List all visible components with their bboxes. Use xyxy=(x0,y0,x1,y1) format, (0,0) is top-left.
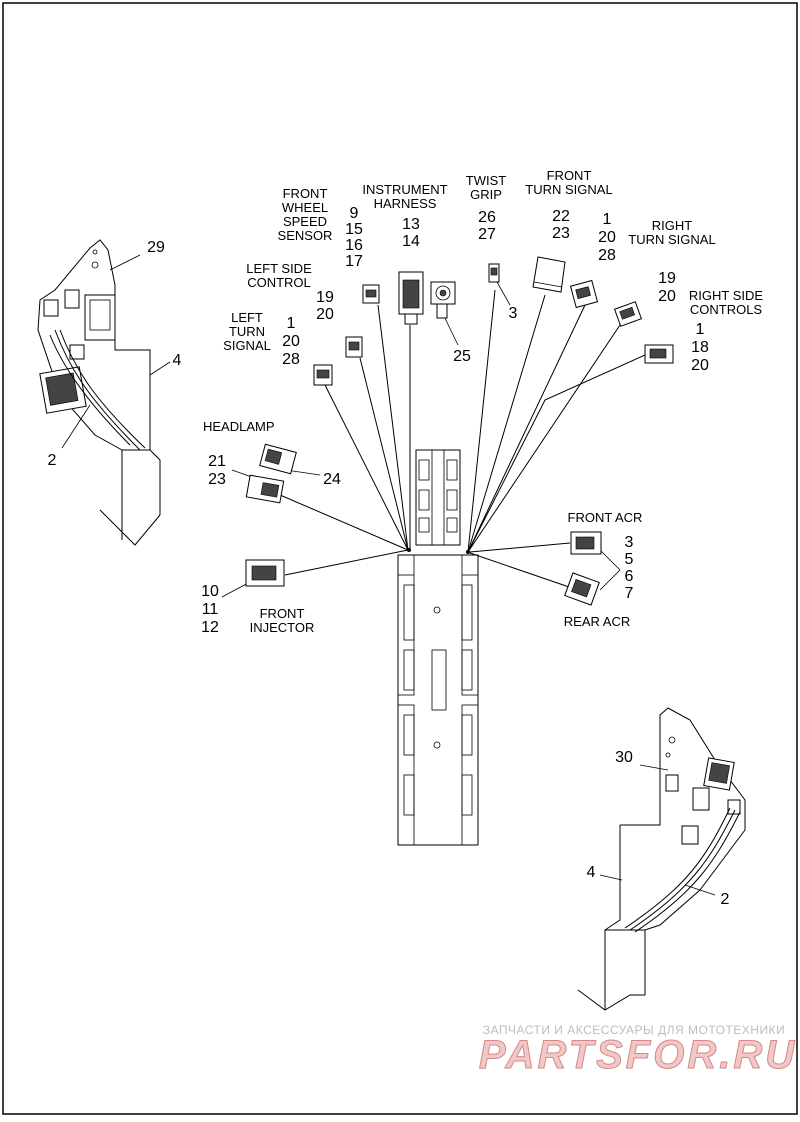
callout-item-30: 30 xyxy=(615,749,633,766)
callout-left-turn-signal-2: 20 xyxy=(282,333,300,350)
label-left-turn-signal-3: SIGNAL xyxy=(223,338,271,353)
label-front-wheel-speed-sensor-4: SENSOR xyxy=(278,228,333,243)
label-front-wheel-speed-sensor-3: SPEED xyxy=(283,214,327,229)
label-left-turn-signal-1: LEFT xyxy=(231,310,263,325)
connector-headlamp-21-23 xyxy=(245,474,285,504)
label-left-side-control-1: LEFT SIDE xyxy=(246,261,312,276)
callout-wss-2: 15 xyxy=(345,221,363,238)
right-detail-view xyxy=(577,707,746,1011)
junction-right xyxy=(466,550,470,554)
callout-wss-1: 9 xyxy=(350,205,359,222)
callout-right-item-2: 2 xyxy=(721,891,730,908)
callout-right-20: 20 xyxy=(658,288,676,305)
connector-right-19-20 xyxy=(613,301,643,327)
connector-front-injector xyxy=(245,559,285,587)
callout-left-turn-signal-1: 1 xyxy=(287,315,296,332)
wire-leaders xyxy=(221,281,646,598)
left-detail-view xyxy=(37,239,171,546)
callout-right-item-4: 4 xyxy=(587,864,596,881)
connector-twist-grip xyxy=(488,263,500,283)
callout-front-injector-1: 10 xyxy=(201,583,219,600)
callout-twist-grip-1: 26 xyxy=(478,209,496,226)
junction-left xyxy=(407,548,411,552)
callout-left-turn-signal-3: 28 xyxy=(282,351,300,368)
callout-left-side-control-2: 20 xyxy=(316,306,334,323)
connector-item-25 xyxy=(430,281,456,319)
watermark-brand: PARTSFOR.RU xyxy=(479,1033,797,1077)
label-front-injector-1: FRONT xyxy=(260,606,305,621)
callout-instrument-1: 13 xyxy=(402,216,420,233)
label-front-injector-2: INJECTOR xyxy=(250,620,315,635)
callout-front-turn-signal-2: 23 xyxy=(552,225,570,242)
callout-left-item-4: 4 xyxy=(173,352,182,369)
callout-item-29: 29 xyxy=(147,239,165,256)
callout-left-side-control-1: 19 xyxy=(316,289,334,306)
callout-acr-3: 6 xyxy=(625,568,634,585)
label-right-turn-signal-2: TURN SIGNAL xyxy=(628,232,715,247)
watermark-tagline: ЗАПЧАСТИ И АКСЕССУАРЫ ДЛЯ МОТОТЕХНИКИ xyxy=(483,1023,785,1037)
label-twist-grip-2: GRIP xyxy=(470,187,502,202)
callout-right-turn-signal-3: 28 xyxy=(598,247,616,264)
callout-acr-1: 3 xyxy=(625,534,634,551)
label-headlamp: HEADLAMP xyxy=(203,419,275,434)
callout-front-injector-3: 12 xyxy=(201,619,219,636)
connector-left-side-control xyxy=(345,336,363,358)
connector-rear-acr xyxy=(564,572,600,606)
callout-headlamp-21: 21 xyxy=(208,453,226,470)
callout-right-side-controls-3: 20 xyxy=(691,357,709,374)
label-instrument-harness-1: INSTRUMENT xyxy=(362,182,447,197)
callout-right-side-controls-2: 18 xyxy=(691,339,709,356)
callout-right-19: 19 xyxy=(658,270,676,287)
connector-right-turn-signal xyxy=(569,279,599,309)
label-front-acr: FRONT ACR xyxy=(568,510,643,525)
callout-front-injector-2: 11 xyxy=(202,601,219,618)
label-front-wheel-speed-sensor-2: WHEEL xyxy=(282,200,328,215)
connector-right-side-controls xyxy=(644,344,674,364)
callout-acr-2: 5 xyxy=(625,551,634,568)
callout-wss-3: 16 xyxy=(345,237,363,254)
label-front-wheel-speed-sensor-1: FRONT xyxy=(283,186,328,201)
label-instrument-harness-2: HARNESS xyxy=(374,196,437,211)
connector-front-acr xyxy=(570,531,602,555)
callout-instrument-2: 14 xyxy=(402,233,420,250)
connector-left-turn-signal xyxy=(313,364,333,386)
connector-wss xyxy=(362,284,380,304)
callout-acr-4: 7 xyxy=(625,585,634,602)
label-left-turn-signal-2: TURN xyxy=(229,324,265,339)
label-left-side-control-2: CONTROL xyxy=(247,275,311,290)
callout-right-turn-signal-1: 1 xyxy=(603,211,612,228)
label-right-side-controls-1: RIGHT SIDE xyxy=(689,288,763,303)
callout-item-25: 25 xyxy=(453,348,471,365)
connector-headlamp-24 xyxy=(259,443,297,475)
callout-headlamp-24: 24 xyxy=(323,471,341,488)
callout-twist-grip-2: 27 xyxy=(478,226,496,243)
connector-front-turn-signal xyxy=(532,256,566,293)
label-front-turn-signal-2: TURN SIGNAL xyxy=(525,182,612,197)
frame-backbone xyxy=(397,449,479,846)
callout-wss-4: 17 xyxy=(345,253,363,270)
label-twist-grip-1: TWIST xyxy=(466,173,506,188)
callout-left-item-2: 2 xyxy=(48,452,57,469)
label-right-side-controls-2: CONTROLS xyxy=(690,302,763,317)
label-rear-acr: REAR ACR xyxy=(564,614,630,629)
label-front-turn-signal-1: FRONT xyxy=(547,168,592,183)
callout-twist-grip-side: 3 xyxy=(509,305,518,322)
connector-instrument-harness xyxy=(398,271,424,325)
callout-right-side-controls-1: 1 xyxy=(696,321,705,338)
callout-headlamp-23: 23 xyxy=(208,471,226,488)
callout-front-turn-signal-1: 22 xyxy=(552,208,570,225)
label-right-turn-signal-1: RIGHT xyxy=(652,218,693,233)
callout-right-turn-signal-2: 20 xyxy=(598,229,616,246)
